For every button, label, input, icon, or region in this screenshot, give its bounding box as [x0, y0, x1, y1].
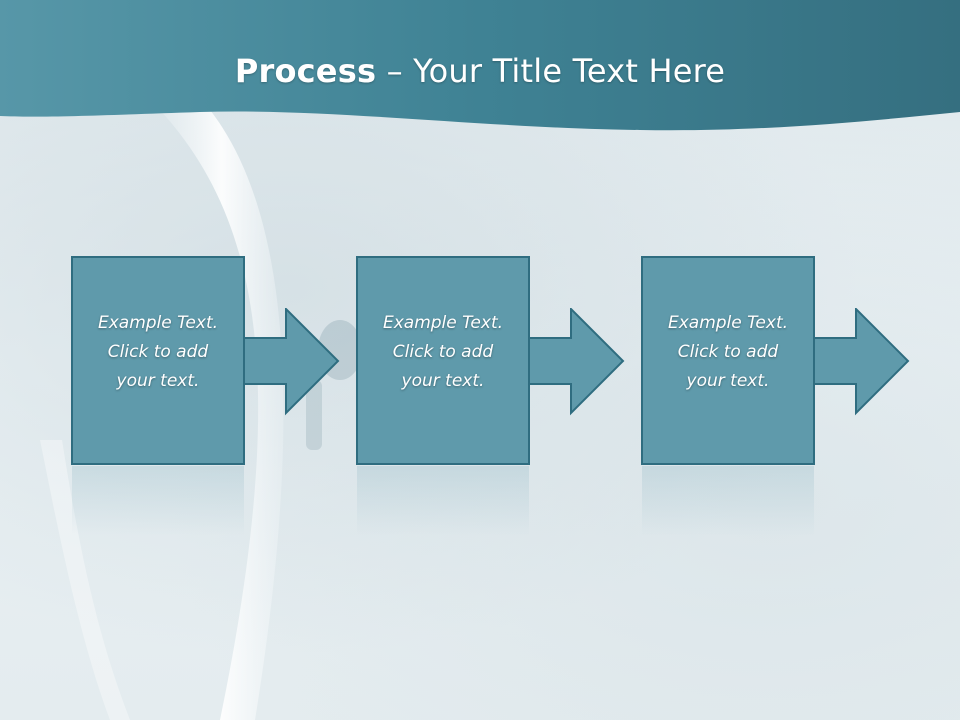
arrow-icon-1: [245, 308, 340, 416]
step-box-2: [356, 256, 530, 465]
step-text-1[interactable]: Example Text. Click to add your text.: [97, 313, 219, 391]
process-step-2[interactable]: Example Text. Click to add your text.: [356, 256, 530, 465]
step-box-3: [641, 256, 815, 465]
step-reflection-2: [357, 466, 529, 536]
curve-decoration: [160, 110, 284, 720]
step-text-2[interactable]: Example Text. Click to add your text.: [382, 313, 504, 391]
step-reflection-1: [72, 466, 244, 536]
curve-decoration-left: [40, 440, 130, 720]
process-step-1[interactable]: Example Text. Click to add your text.: [71, 256, 245, 465]
step-box-1: [71, 256, 245, 465]
process-step-3[interactable]: Example Text. Click to add your text.: [641, 256, 815, 465]
header-band: [0, 0, 960, 131]
slide-title: Process – Your Title Text Here: [0, 52, 960, 90]
title-bold: Process: [234, 52, 377, 90]
arrow-icon-2: [530, 308, 625, 416]
step-text-3[interactable]: Example Text. Click to add your text.: [667, 313, 789, 391]
title-rest: – Your Title Text Here: [376, 52, 726, 90]
arrow-icon-3: [815, 308, 910, 416]
step-reflection-3: [642, 466, 814, 536]
figure-silhouette-leg: [306, 380, 322, 450]
